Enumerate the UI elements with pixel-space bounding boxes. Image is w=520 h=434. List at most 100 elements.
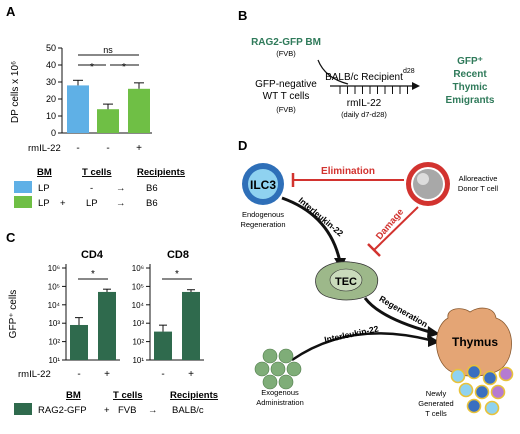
- panel-a-legend-row2-recipients: B6: [146, 198, 158, 209]
- panel-b-out4: Emigrants: [446, 95, 495, 106]
- interleukin-top-label: Interleukin-22: [297, 195, 346, 238]
- panel-a-bar: [67, 85, 89, 133]
- panel-a-bar: [97, 109, 119, 133]
- tec-label: TEC: [335, 276, 357, 288]
- donor-t-cell-nucleus: [413, 169, 443, 199]
- panel-b-out2: Recent: [453, 69, 487, 80]
- damage-line: [373, 206, 419, 251]
- panel-a-ytick-label: 0: [51, 128, 56, 138]
- panel-a-legend-row1-tcells: -: [90, 183, 93, 194]
- panel-c-bar: [70, 324, 88, 360]
- panel-c-legend-tcells: T cells: [113, 390, 143, 401]
- panel-b-fvb2: (FVB): [276, 105, 296, 114]
- panel-c-legend-swatch: [14, 403, 32, 415]
- thymus-label: Thymus: [452, 335, 498, 349]
- tec-nucleus: [329, 268, 363, 292]
- ilc3-nucleus: [248, 169, 278, 199]
- panel-c-legend-bm-value: RAG2-GFP: [38, 405, 87, 416]
- panel-b-out1: GFP⁺: [457, 56, 483, 67]
- panel-c-bar: [98, 291, 116, 360]
- damage-bar: [367, 243, 381, 257]
- panel-letter-d: D: [238, 138, 247, 153]
- panel-letter-c: C: [6, 230, 16, 245]
- panel-c-ytick-label: 10⁶: [132, 264, 144, 273]
- panel-a-ytick-label: 10: [46, 111, 56, 121]
- panel-a-sign-3: +: [136, 143, 142, 154]
- panel-a-legend-row2-arrow: →: [116, 198, 126, 209]
- panel-c-ytick-label: 10⁵: [48, 282, 60, 291]
- new-t-cell-icon: [458, 382, 474, 398]
- panel-c-ytick-label: 10³: [48, 319, 60, 328]
- exogenous-label-2: Administration: [256, 398, 304, 407]
- panel-c-ytick-label: 10²: [48, 338, 60, 347]
- exogenous-arrowhead: [428, 335, 440, 347]
- new-t-cell-icon: [450, 368, 466, 384]
- panel-a-legend-row2-tcells: LP: [86, 198, 98, 209]
- panel-letter-b: B: [238, 8, 247, 23]
- panel-d-diagram: ILC3 Endogenous Regeneration Alloreactiv…: [240, 162, 514, 418]
- thymus-icon: [436, 307, 512, 377]
- panel-c-legend-recipients: Recipients: [170, 390, 218, 401]
- panel-a-ytick-label: 20: [46, 94, 56, 104]
- panel-c-cd4-title: CD4: [81, 249, 104, 261]
- panel-a-legend-row1-recipients: B6: [146, 183, 158, 194]
- exogenous-to-thymus-arrow: [291, 332, 431, 362]
- il22-sphere-icon: [254, 361, 270, 377]
- panel-c-ytick-label: 10⁶: [48, 264, 60, 273]
- panel-b-rmil22: rmIL-22: [347, 98, 382, 109]
- panel-b-out3: Thymic: [452, 82, 487, 93]
- new-t-cell-icon: [498, 366, 514, 382]
- panel-c-cd8-star: *: [175, 269, 179, 280]
- new-t-cell-icon: [484, 400, 500, 416]
- panel-c-legend-recipients-value: BALB/c: [172, 405, 204, 416]
- panel-b-gfpneg2: WT T cells: [263, 91, 310, 102]
- new-t-cell-icon: [490, 384, 506, 400]
- panel-a-legend-swatch-green: [14, 196, 32, 208]
- panel-c-ytick-label: 10²: [132, 338, 144, 347]
- elimination-label: Elimination: [321, 166, 375, 177]
- allo-label-1: Alloreactive: [459, 174, 498, 183]
- panel-a-legend-row1-bm: LP: [38, 183, 50, 194]
- il22-sphere-icon: [270, 361, 286, 377]
- donor-t-cell-highlight: [417, 173, 429, 185]
- panel-a-star-1: *: [90, 62, 94, 73]
- new-t-cell-icon: [466, 364, 482, 380]
- allo-label-2: Donor T cell: [458, 184, 498, 193]
- panel-c-ytick-label: 10¹: [132, 356, 144, 365]
- panel-c-cd8-title: CD8: [167, 249, 189, 261]
- panel-a-legend-row2-plus: +: [60, 198, 66, 209]
- panel-a-rmil22-label: rmIL-22: [28, 143, 61, 154]
- panel-c-sign-4: +: [188, 369, 194, 380]
- panel-a-legend-recipients: Recipients: [137, 167, 185, 178]
- panel-a-legend-swatch-blue: [14, 181, 32, 193]
- panel-c-bar: [154, 331, 172, 360]
- panel-letter-a: A: [6, 4, 16, 19]
- new-t-cell-icon: [474, 384, 490, 400]
- il22-sphere-icon: [278, 374, 294, 390]
- newly-label-1: Newly: [426, 389, 447, 398]
- panel-a-sign-2: -: [106, 143, 109, 154]
- panel-b-arrow-top: [317, 59, 349, 85]
- exogenous-label-1: Exogenous: [261, 388, 299, 397]
- il22-sphere-icon: [262, 348, 278, 364]
- panel-c-bar: [182, 291, 200, 360]
- panel-a-star-2: *: [122, 62, 126, 73]
- panel-c-legend-tcells-value: FVB: [118, 405, 136, 416]
- panel-a-ytick-label: 30: [46, 77, 56, 87]
- panel-c-legend-plus: +: [104, 405, 110, 416]
- panel-c-sign-3: -: [161, 369, 164, 380]
- panel-c-sign-1: -: [77, 369, 80, 380]
- panel-a-legend-row1-arrow: →: [116, 183, 126, 194]
- panel-b-d28: d28: [403, 68, 415, 75]
- panel-a-bar: [128, 88, 150, 133]
- ilc3-label: ILC3: [250, 178, 276, 192]
- panel-c-ytick-label: 10¹: [48, 356, 60, 365]
- panel-a-ytick-label: 40: [46, 60, 56, 70]
- panel-b-arrowhead: [412, 82, 420, 90]
- newly-label-2: Generated: [418, 399, 453, 408]
- panel-c-rmil22-label: rmIL-22: [18, 369, 51, 380]
- panel-b-daily: (daily d7-d28): [341, 110, 387, 119]
- panel-a-ylabel: DP cells x 10⁶: [10, 61, 21, 123]
